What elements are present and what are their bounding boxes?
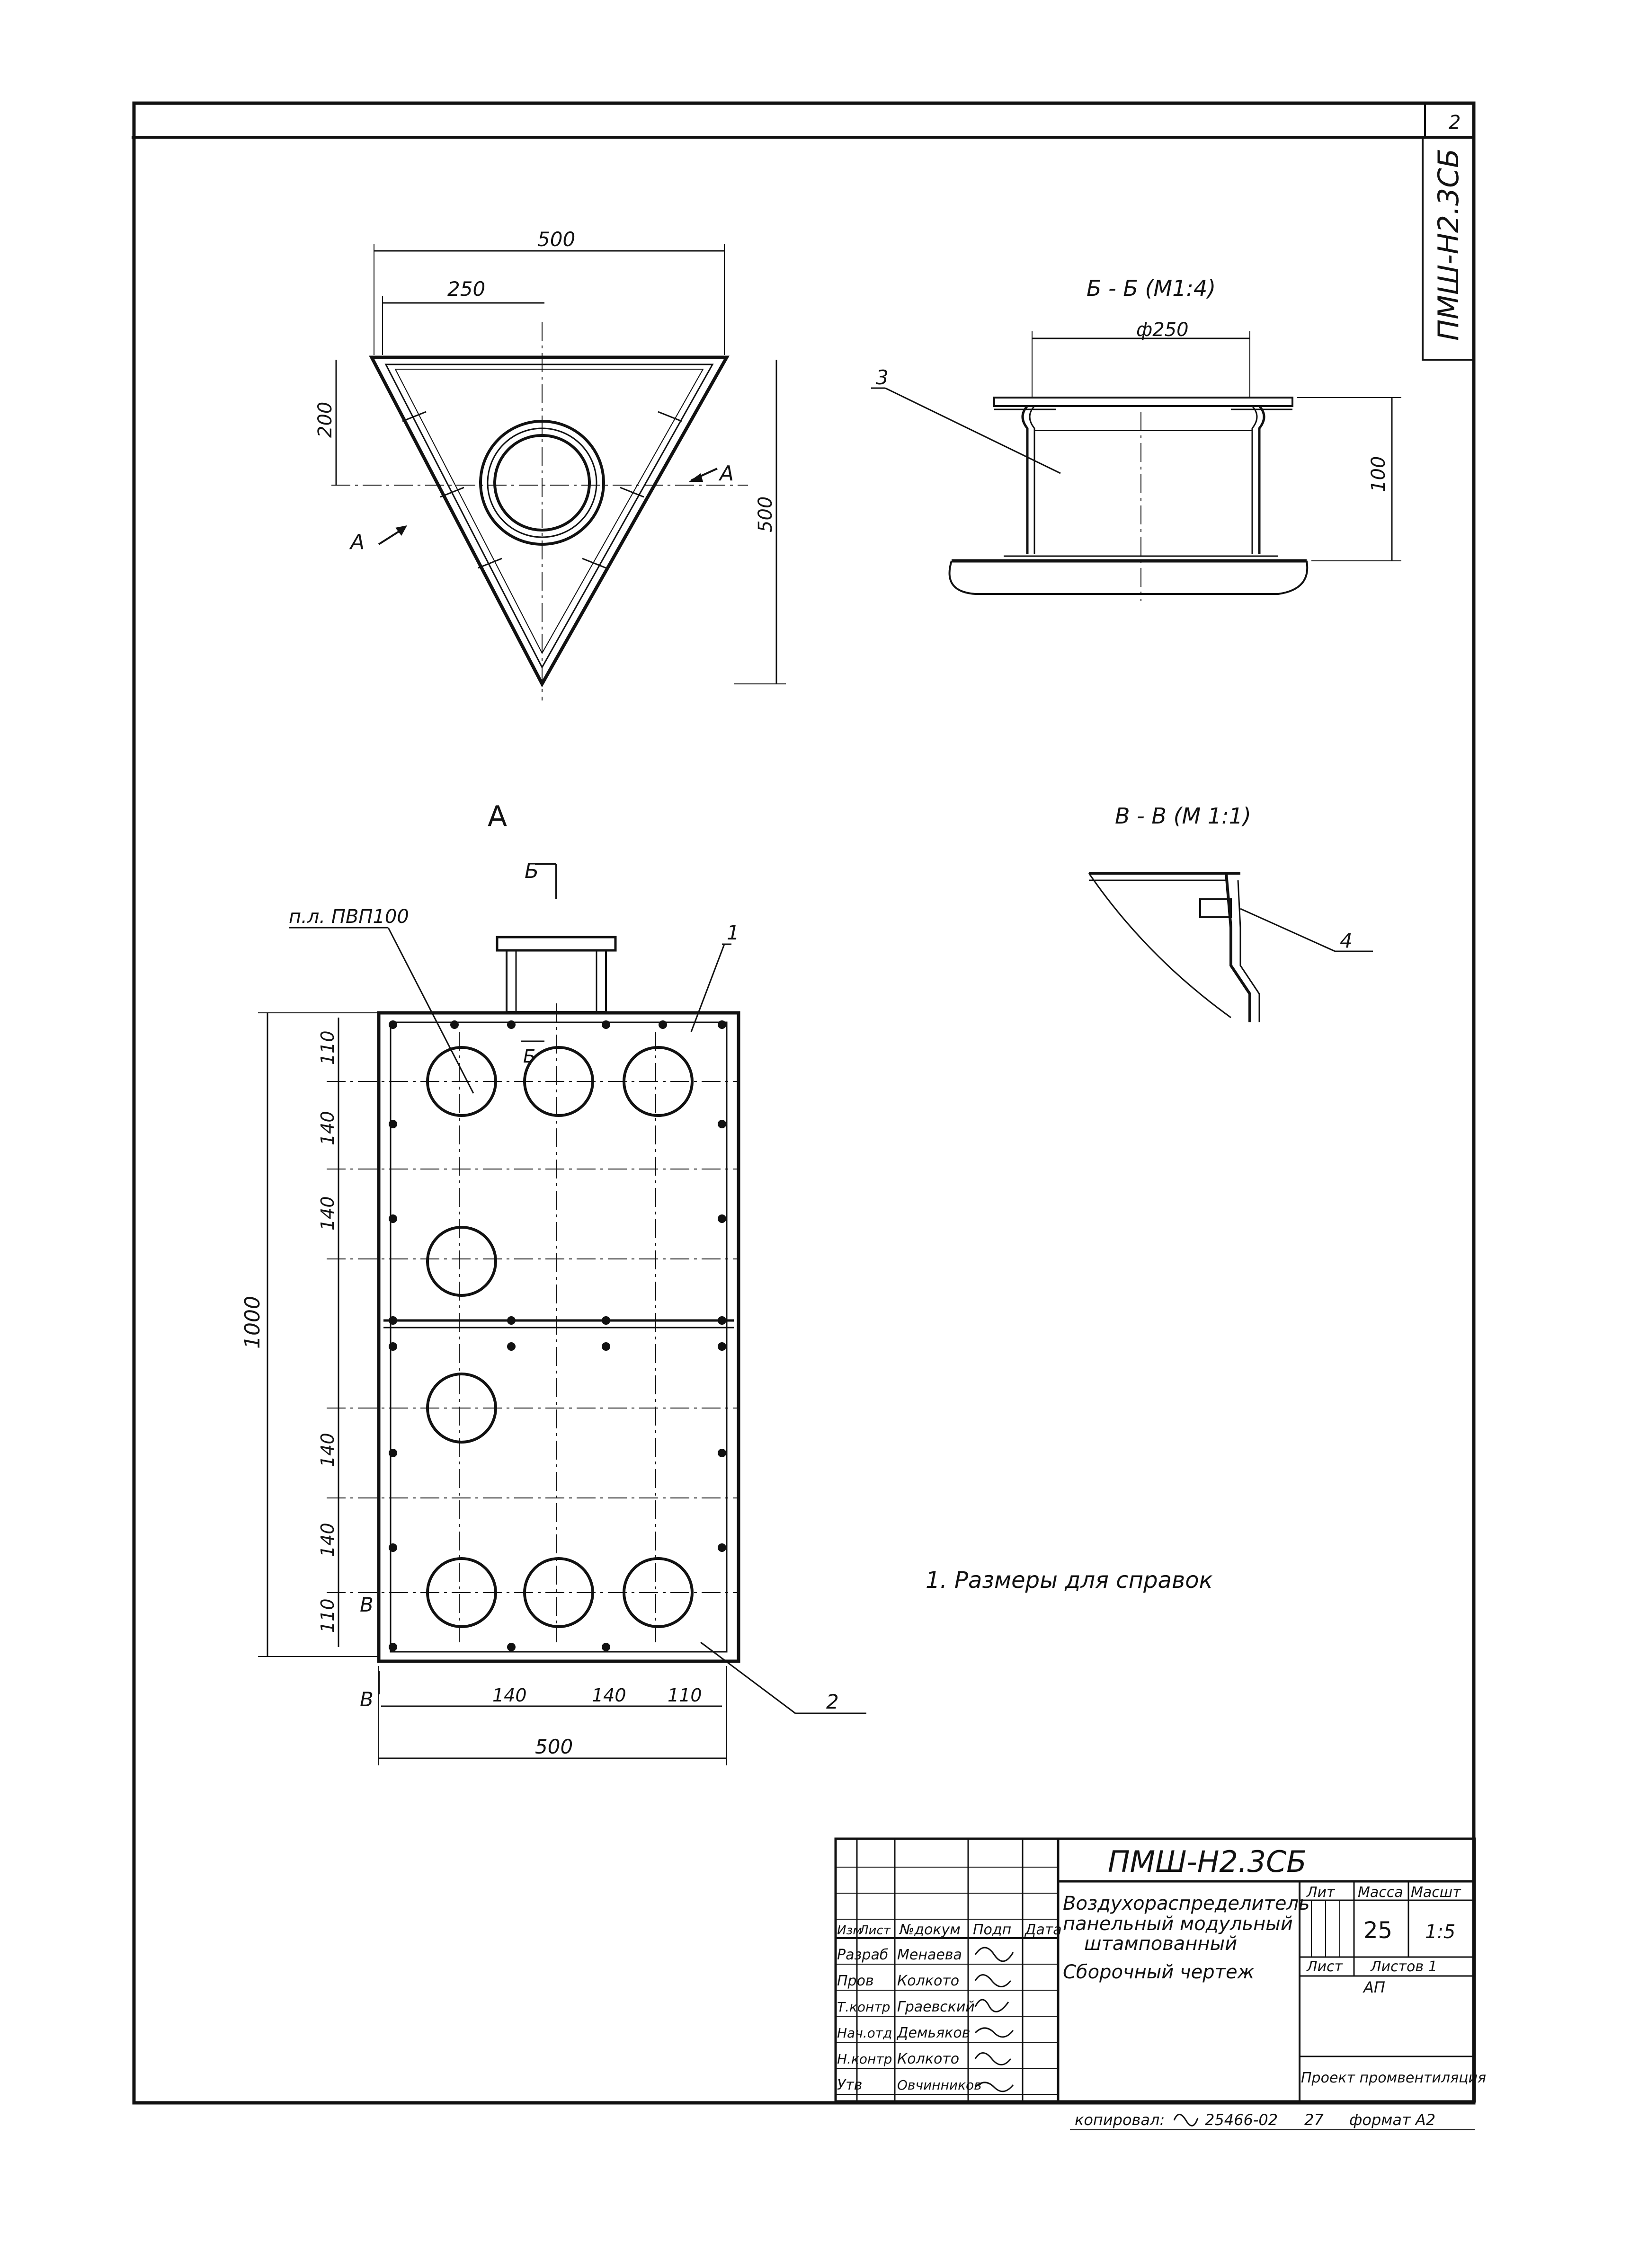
name-prov: Колкото bbox=[897, 1973, 959, 1989]
dim-height-500: 500 bbox=[755, 496, 776, 532]
role-nkontr: Н.контр bbox=[837, 2051, 892, 2067]
dim-left-0: 110 bbox=[317, 1030, 338, 1065]
dim-bottom-1: 140 bbox=[592, 1685, 626, 1706]
dim-top-200: 200 bbox=[314, 402, 336, 438]
mass-head: Масса bbox=[1358, 1884, 1403, 1901]
dim-left-5: 110 bbox=[317, 1598, 338, 1633]
section-bb-title: Б - Б (М1:4) bbox=[1087, 275, 1216, 301]
lit-head: Лит bbox=[1306, 1884, 1336, 1901]
name-utv: Овчинников bbox=[897, 2077, 982, 2093]
footer-copier-signature bbox=[1173, 2114, 1199, 2126]
section-bb: Б - Б (М1:4) ф250 100 3 bbox=[871, 275, 1401, 601]
dim-width-500: 500 bbox=[537, 228, 575, 251]
footer-page: 27 bbox=[1304, 2111, 1324, 2129]
section-vv-title: В - В (М 1:1) bbox=[1115, 803, 1251, 829]
general-note: 1. Размеры для справок bbox=[926, 1567, 1213, 1594]
sheet-head: Лист bbox=[1306, 1958, 1344, 1975]
dim-left-1: 140 bbox=[317, 1111, 338, 1145]
callout-2: 2 bbox=[826, 1690, 839, 1713]
dim-bottom-2: 110 bbox=[668, 1685, 702, 1706]
view-a-title: А bbox=[488, 800, 507, 833]
footer-copied: копировал: bbox=[1075, 2111, 1165, 2129]
title-name-line2: панельный модульный bbox=[1063, 1913, 1293, 1935]
title-block: Изм Лист №докум Подп Дата Разраб Пров Т.… bbox=[834, 1837, 1486, 2103]
cut-v-label-bottom: В bbox=[360, 1688, 374, 1711]
role-tkontr: Т.контр bbox=[837, 1999, 890, 2015]
role-razrab: Разраб bbox=[837, 1947, 888, 1963]
title-code: ПМШ-Н2.3СБ bbox=[1108, 1844, 1307, 1879]
dim-bottom-width-500: 500 bbox=[535, 1735, 573, 1758]
role-utv: Утв bbox=[837, 2077, 862, 2093]
col-head-sign: Подп bbox=[973, 1922, 1011, 1938]
dim-total-1000: 1000 bbox=[240, 1296, 265, 1349]
org-code: АП bbox=[1363, 1978, 1385, 1996]
dim-left-3: 140 bbox=[317, 1433, 338, 1467]
callout-3: 3 bbox=[876, 366, 889, 389]
col-head-izm: Изм bbox=[837, 1923, 862, 1938]
footer: копировал: 25466-02 27 формат А2 bbox=[1070, 2111, 1475, 2130]
col-head-date: Дата bbox=[1024, 1922, 1062, 1938]
cut-b-label: Б bbox=[525, 859, 539, 883]
view-arrow-label-right: А bbox=[718, 461, 734, 486]
stamp-code-box: ПМШ-Н2.3СБ bbox=[1422, 136, 1475, 361]
title-doc-type: Сборочный чертеж bbox=[1063, 1961, 1255, 1983]
title-name-line1: Воздухораспределитель bbox=[1063, 1893, 1310, 1914]
callout-4: 4 bbox=[1340, 929, 1353, 952]
col-head-docnum: №докум bbox=[899, 1922, 961, 1938]
name-tkontr: Граевский bbox=[897, 1999, 975, 2015]
col-head-list: Лист bbox=[859, 1923, 891, 1938]
corner-sheet-number: 2 bbox=[1449, 112, 1461, 133]
sheets-head: Листов 1 bbox=[1370, 1958, 1437, 1975]
section-bb-height: 100 bbox=[1368, 456, 1390, 492]
view-a: А Б bbox=[240, 800, 866, 1765]
stamp-code-text: ПМШ-Н2.3СБ bbox=[1432, 149, 1465, 341]
org-name: Проект промвентиляция bbox=[1301, 2070, 1486, 2086]
footer-doc-number: 25466-02 bbox=[1205, 2111, 1278, 2129]
title-name-line3: штампованный bbox=[1084, 1933, 1237, 1955]
top-view: 500 250 200 500 А А bbox=[314, 228, 786, 700]
dim-half-250: 250 bbox=[447, 277, 485, 301]
dim-left-4: 140 bbox=[317, 1523, 338, 1557]
note-pvp100: п.л. ПВП100 bbox=[289, 906, 409, 928]
section-bb-diameter: ф250 bbox=[1136, 319, 1189, 341]
role-prov: Пров bbox=[837, 1973, 874, 1989]
dim-left-2: 140 bbox=[317, 1196, 338, 1231]
name-razrab: Менаева bbox=[897, 1947, 962, 1963]
name-nachotd: Демьяков bbox=[896, 2025, 970, 2041]
callout-1: 1 bbox=[727, 921, 739, 944]
inner-cut-b-label: Б bbox=[523, 1046, 535, 1067]
dim-bottom-0: 140 bbox=[492, 1685, 527, 1706]
scale-value: 1:5 bbox=[1425, 1921, 1455, 1943]
name-nkontr: Колкото bbox=[897, 2051, 959, 2067]
mass-value: 25 bbox=[1363, 1917, 1392, 1944]
cut-v-label-top: В bbox=[360, 1593, 374, 1616]
footer-format: формат А2 bbox=[1349, 2111, 1435, 2129]
section-vv: В - В (М 1:1) 4 bbox=[1088, 803, 1373, 1022]
signatures bbox=[974, 1947, 1014, 2092]
view-arrow-label-left: А bbox=[349, 530, 365, 554]
scale-head: Масшт bbox=[1411, 1884, 1461, 1901]
role-nachotd: Нач.отд bbox=[837, 2025, 892, 2041]
